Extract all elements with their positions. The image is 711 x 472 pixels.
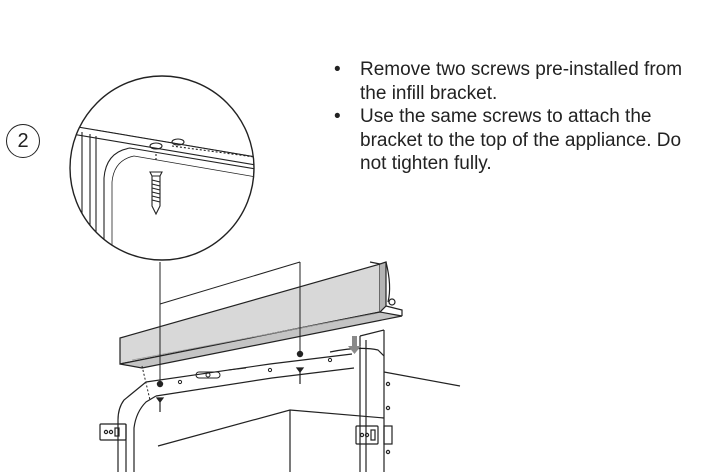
infill-bracket xyxy=(119,261,403,369)
instruction-list: • Remove two screws pre-installed from t… xyxy=(330,58,708,176)
appliance-frame xyxy=(99,329,461,472)
screw-icon xyxy=(155,367,305,412)
bullet-icon: • xyxy=(334,106,341,127)
leader-lines xyxy=(141,261,301,401)
bullet-icon: • xyxy=(334,59,341,80)
step-number: 2 xyxy=(17,129,29,152)
instruction-text: Remove two screws pre-installed from the… xyxy=(360,59,683,104)
detail-magnifier xyxy=(69,75,255,261)
instruction-item: • Use the same screws to attach the brac… xyxy=(330,105,708,176)
step-number-badge: 2 xyxy=(6,124,40,158)
screw-icon xyxy=(149,154,163,216)
down-arrow-icon xyxy=(348,336,361,354)
instruction-text: Use the same screws to attach the bracke… xyxy=(360,106,682,174)
top-edge-details xyxy=(177,357,333,385)
instruction-item: • Remove two screws pre-installed from t… xyxy=(330,58,708,105)
screw-markers xyxy=(156,350,304,388)
